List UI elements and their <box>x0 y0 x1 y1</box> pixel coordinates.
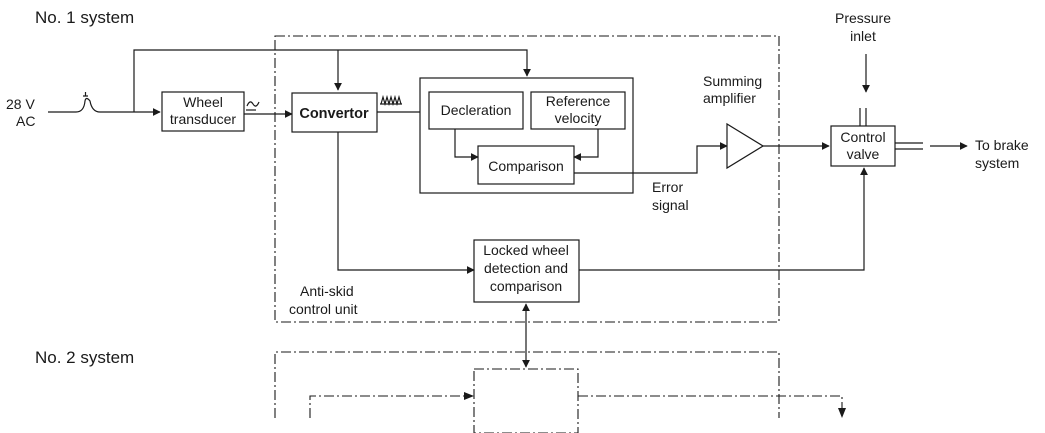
locked-wheel-label-3: comparison <box>490 278 562 294</box>
anti-skid-label-2: control unit <box>289 301 358 317</box>
input-ac-label: AC <box>16 113 35 129</box>
system-1-label: No. 1 system <box>35 8 134 27</box>
wheel-transducer-box <box>161 91 245 132</box>
summing-amplifier-label-2: amplifier <box>703 90 756 106</box>
system-2-label: No. 2 system <box>35 348 134 367</box>
control-valve-label-1: Control <box>840 129 885 145</box>
wheel-transducer-label-1: Wheel <box>183 94 223 110</box>
circuit-breaker-symbol <box>48 97 134 113</box>
comparison-label: Comparison <box>488 158 563 174</box>
system-2-comparison-box <box>473 368 579 433</box>
to-brake-label-1: To brake <box>975 137 1029 153</box>
reference-velocity-label-2: velocity <box>555 110 602 126</box>
power-bus-to-processor <box>133 49 531 112</box>
locked-wheel-detection-box <box>473 239 580 303</box>
anti-skid-control-unit-frame <box>274 35 780 323</box>
system-2-frame <box>274 351 780 418</box>
locked-wheel-label-2: detection and <box>484 260 568 276</box>
reference-to-comparison-arrow <box>573 129 599 161</box>
anti-skid-label-1: Anti-skid <box>300 283 354 299</box>
decleration-box <box>428 91 524 130</box>
locked-wheel-label-1: Locked wheel <box>483 242 569 258</box>
locked-wheel-to-valve-arrow <box>579 167 868 271</box>
decleration-to-comparison-arrow <box>454 129 479 161</box>
breaker-cap <box>83 92 88 97</box>
error-signal-label-2: signal <box>652 197 689 213</box>
control-valve-box <box>830 125 896 167</box>
summing-amplifier-triangle <box>726 122 765 170</box>
input-voltage-label: 28 V <box>6 96 35 112</box>
convertor-to-locked-wheel-arrow <box>337 132 475 274</box>
error-signal-line <box>574 142 728 174</box>
ac-waveform-icon <box>246 101 260 107</box>
pulse-waveform-icon <box>380 94 402 107</box>
system-2-output-arrowhead <box>838 408 846 418</box>
system-2-input-line <box>309 395 472 418</box>
system-2-output-line <box>578 395 843 408</box>
error-signal-label-1: Error <box>652 179 683 195</box>
pressure-inlet-label-1: Pressure <box>835 10 891 26</box>
system-2-input-arrowhead <box>464 392 474 400</box>
decleration-label: Decleration <box>441 102 512 118</box>
convertor-label: Convertor <box>299 106 369 122</box>
reference-velocity-box <box>530 91 626 130</box>
reference-velocity-label-1: Reference <box>546 93 611 109</box>
control-valve-label-2: valve <box>847 146 880 162</box>
comparison-box <box>477 145 575 185</box>
pressure-inlet-label-2: inlet <box>850 28 876 44</box>
wheel-transducer-label-2: transducer <box>170 111 236 127</box>
to-brake-label-2: system <box>975 155 1019 171</box>
summing-amplifier-label-1: Summing <box>703 73 762 89</box>
